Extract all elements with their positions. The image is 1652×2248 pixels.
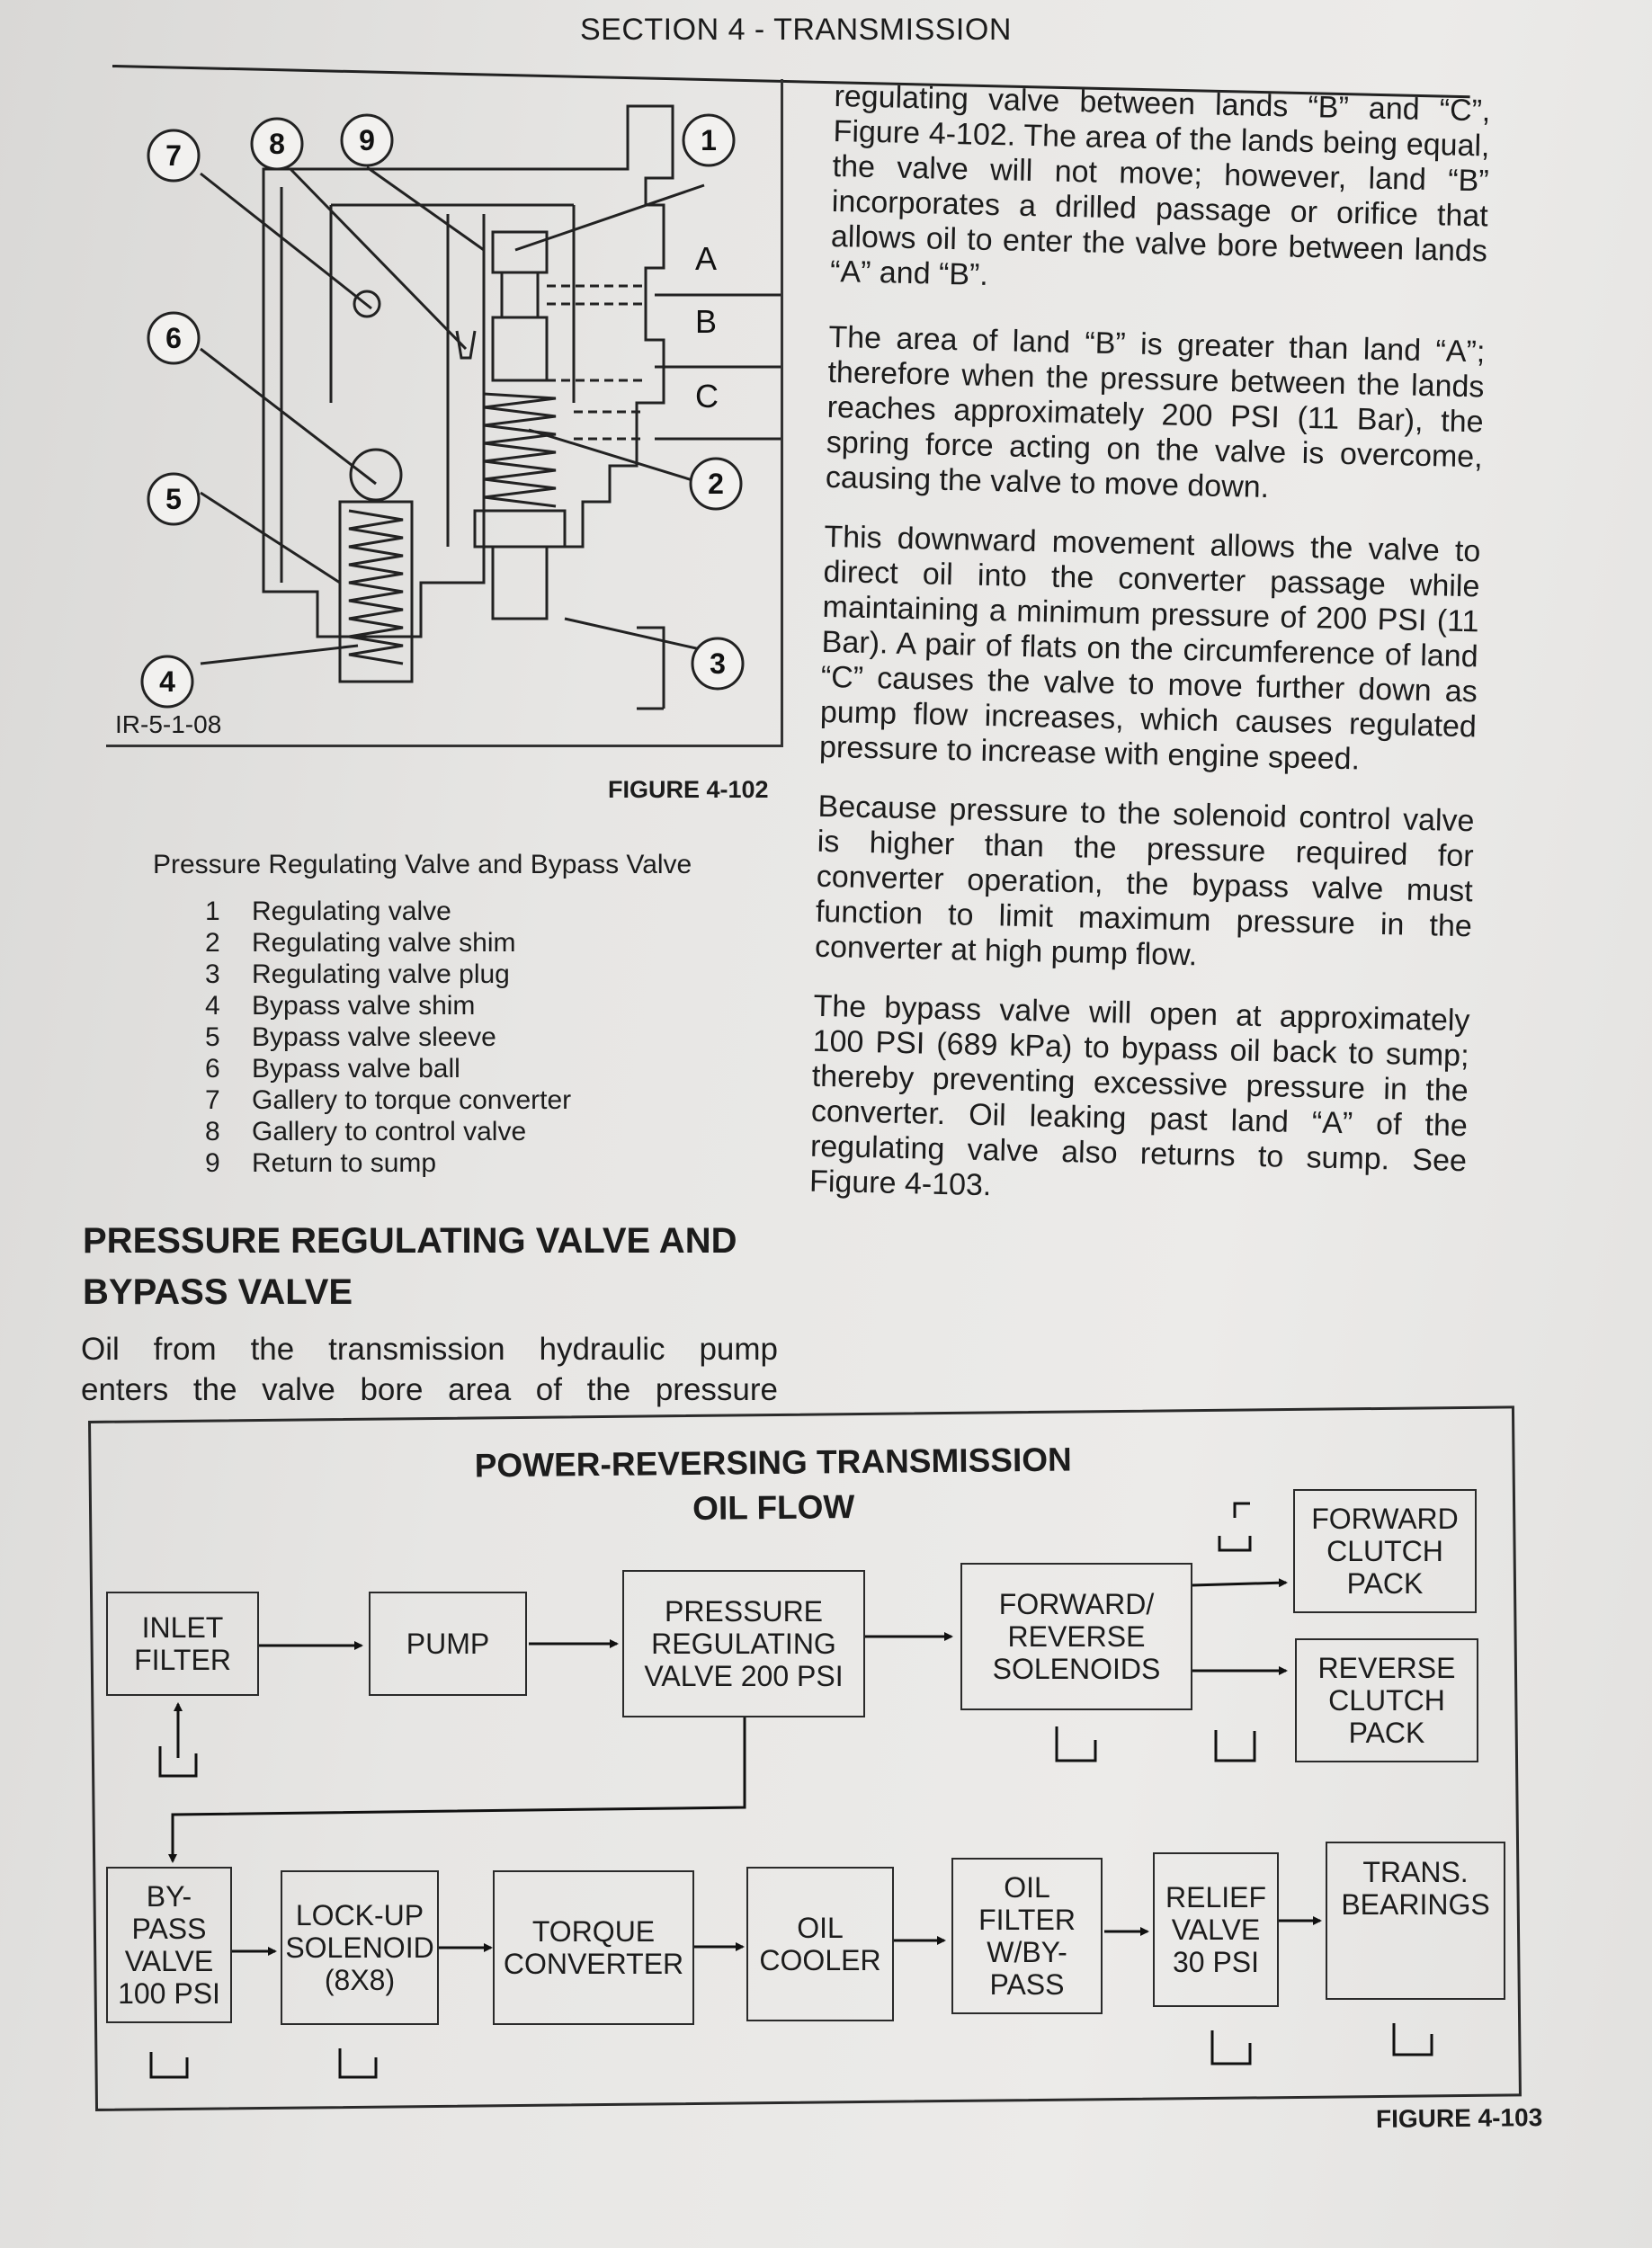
callout-5: 5 [165,483,182,515]
land-label-c: C [695,378,719,415]
pump-box: PUMP [369,1592,527,1696]
callout-1: 1 [701,124,717,156]
section-heading: PRESSURE REGULATING VALVE AND BYPASS VAL… [83,1221,737,1312]
figure-102-valve-diagram: 7 8 9 1 6 5 4 2 3 A B C [140,104,781,710]
inlet-filter-box: INLET FILTER [106,1592,259,1696]
lockup-solenoid-box: LOCK-UP SOLENOID (8X8) [281,1870,439,2025]
callout-9: 9 [359,124,375,156]
callout-4: 4 [159,665,175,698]
torque-converter-box: TORQUE CONVERTER [493,1870,694,2025]
forward-clutch-box: FORWARD CLUTCH PACK [1293,1489,1477,1613]
callout-8: 8 [269,128,285,160]
relief-valve-box: RELIEF VALVE 30 PSI [1153,1852,1279,2007]
trans-bearings-box: TRANS. BEARINGS [1326,1842,1505,2000]
callout-2: 2 [708,468,724,500]
land-label-b: B [695,303,717,340]
fr-solenoids-box: FORWARD/ REVERSE SOLENOIDS [960,1563,1192,1710]
callout-7: 7 [165,139,182,172]
figure-102-caption: FIGURE 4-102 [608,776,769,803]
figure-102-frame [106,79,783,747]
bypass-valve-box: BY- PASS VALVE 100 PSI [106,1867,232,2023]
intro-paragraph: Oil from the transmission hydraulic pump… [81,1332,778,1407]
land-label-a: A [695,240,717,277]
pressure-regulating-box: PRESSURE REGULATING VALVE 200 PSI [622,1570,865,1717]
reverse-clutch-box: REVERSE CLUTCH PACK [1295,1638,1478,1762]
callout-3: 3 [710,647,726,680]
section-header: SECTION 4 - TRANSMISSION [580,13,1012,47]
legend-title: Pressure Regulating Valve and Bypass Val… [153,850,692,879]
oil-cooler-box: OIL COOLER [746,1867,894,2021]
figure-id: IR-5-1-08 [115,710,222,738]
callout-6: 6 [165,322,182,354]
figure-103-caption: FIGURE 4-103 [1375,2103,1543,2133]
oil-filter-box: OIL FILTER W/BY- PASS [951,1858,1103,2014]
